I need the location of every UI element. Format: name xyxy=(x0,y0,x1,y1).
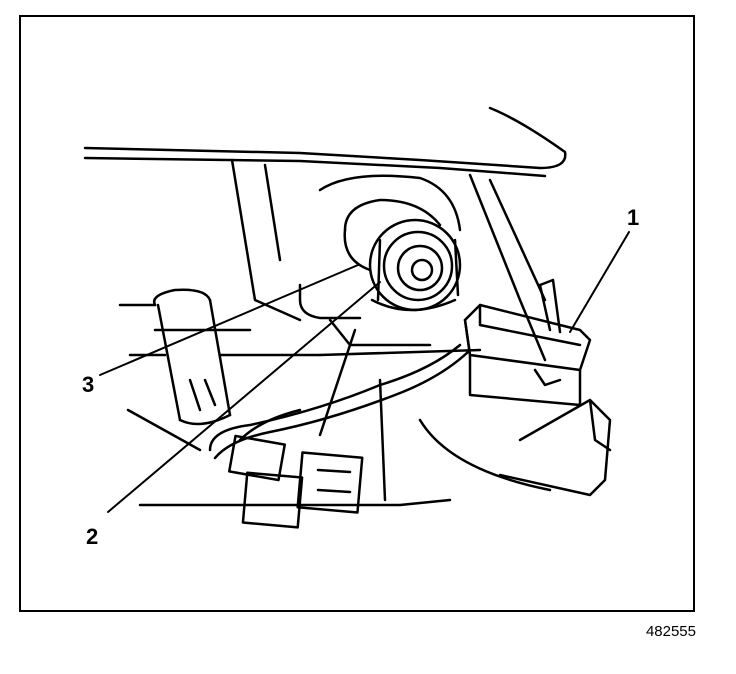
leader-line-1 xyxy=(569,231,630,333)
key-alarm-switch-connector xyxy=(463,278,612,497)
ignition-lock-cylinder xyxy=(343,198,462,312)
leader-line-2 xyxy=(107,281,381,513)
dash-trim-panel xyxy=(83,106,567,178)
callout-3: 3 xyxy=(82,372,95,397)
steering-column-housing xyxy=(230,158,547,362)
callout-2: 2 xyxy=(86,524,99,549)
leader-lines xyxy=(99,231,630,513)
column-support-tube xyxy=(118,288,322,452)
leader-line-3 xyxy=(99,264,359,376)
callout-1: 1 xyxy=(627,205,640,230)
figure-id: 482555 xyxy=(645,623,696,640)
wiring-harness xyxy=(208,328,470,529)
lower-trim xyxy=(138,348,552,507)
